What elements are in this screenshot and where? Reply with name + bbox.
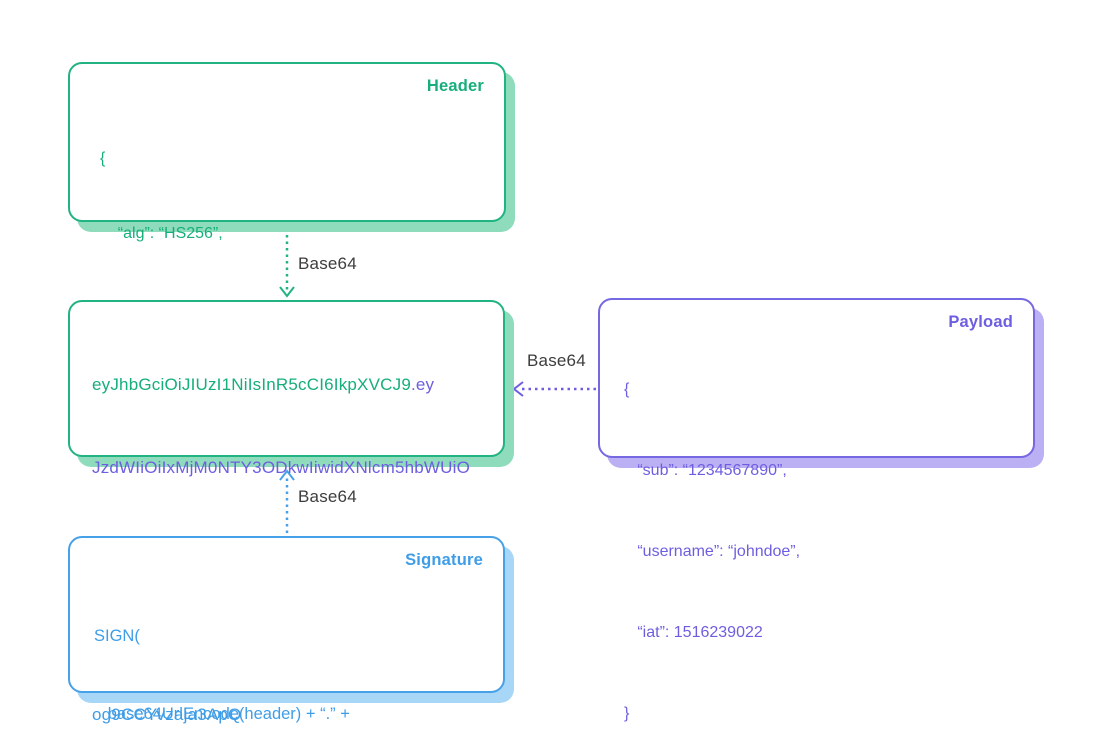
base64-arrow-header-to-token — [279, 235, 295, 298]
token-line: eyJhbGciOiJIUzI1NiIsInR5cCI6IkpXVCJ9.ey — [92, 371, 470, 399]
base64-label-signature-to-token: Base64 — [298, 487, 357, 506]
signature-box-title: Signature — [405, 551, 483, 569]
code-line: “username”: “johndoe”, — [624, 543, 801, 560]
code-line: “alg”: “HS256”, — [100, 225, 223, 242]
token-payload-segment: .ey — [410, 375, 435, 394]
payload-json-code: { “sub”: “1234567890”, “username”: “john… — [624, 322, 800, 751]
token-signature-segment: og9CCYvzaja3ApQ — [92, 705, 242, 724]
header-box-title: Header — [426, 77, 484, 95]
code-line: base64UrlEncode(header) + “.” + — [94, 705, 350, 723]
code-line: “sub”: “1234567890”, — [624, 462, 787, 479]
code-line: } — [624, 705, 630, 722]
base64-label-payload-to-token: Base64 — [527, 351, 586, 370]
code-line: { — [624, 381, 630, 398]
payload-box: Payload { “sub”: “1234567890”, “username… — [598, 298, 1035, 722]
signature-pseudocode: SIGN( base64UrlEncode(header) + “.” + ba… — [94, 571, 350, 751]
token-header-segment: eyJhbGciOiJIUzI1NiIsInR5cCI6IkpXVCJ9 — [92, 375, 411, 394]
payload-box-title: Payload — [948, 313, 1013, 331]
token-payload-segment: JzdWIiOiIxMjM0NTY3ODkwIiwidXNlcm5hbWUiO — [92, 457, 471, 477]
base64-arrow-signature-to-token — [279, 469, 295, 533]
base64-arrow-payload-to-token — [512, 381, 596, 397]
signature-box: Signature SIGN( base64UrlEncode(header) … — [68, 536, 505, 723]
token-line: og9CCYvzaja3ApQ — [92, 701, 470, 729]
header-box: Header { “alg”: “HS256”, “typ”: “JWT” } — [68, 62, 506, 392]
code-line: { — [100, 150, 106, 167]
code-line: SIGN( — [94, 627, 140, 645]
base64-label-header-to-token: Base64 — [298, 254, 357, 273]
encoded-jwt-box: eyJhbGciOiJIUzI1NiIsInR5cCI6IkpXVCJ9.ey … — [68, 300, 505, 724]
token-line: JzdWIiOiIxMjM0NTY3ODkwIiwidXNlcm5hbWUiO — [92, 454, 470, 482]
code-line: “iat”: 1516239022 — [624, 624, 763, 641]
